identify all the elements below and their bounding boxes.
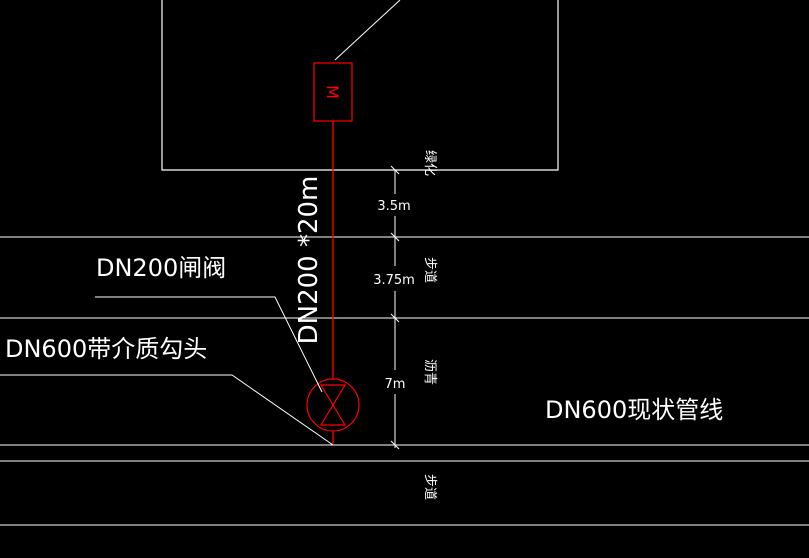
- zone-label: 步道: [422, 257, 437, 283]
- dimension-label: 3.5m: [377, 199, 410, 214]
- valve-label: DN200闸阀: [96, 254, 226, 282]
- gate-valve-icon: [306, 378, 360, 432]
- leader-line: [334, 0, 401, 61]
- zone-label: 绿化: [422, 150, 437, 176]
- dimension-label: 3.75m: [373, 273, 415, 288]
- pipe-spec-label: DN200 *20m: [294, 176, 324, 345]
- motor-label: M: [323, 85, 342, 99]
- tap-leader: [0, 374, 334, 446]
- dimension-ticks: [390, 165, 400, 450]
- existing-pipe-label: DN600现状管线: [545, 396, 723, 424]
- dimension-label: 7m: [385, 377, 406, 392]
- building-outline: [161, 0, 559, 171]
- zone-label: 沥青: [422, 359, 437, 385]
- valve-leader: [95, 296, 323, 393]
- zone-label: 步道: [422, 474, 437, 500]
- tap-label: DN600带介质勾头: [5, 335, 207, 363]
